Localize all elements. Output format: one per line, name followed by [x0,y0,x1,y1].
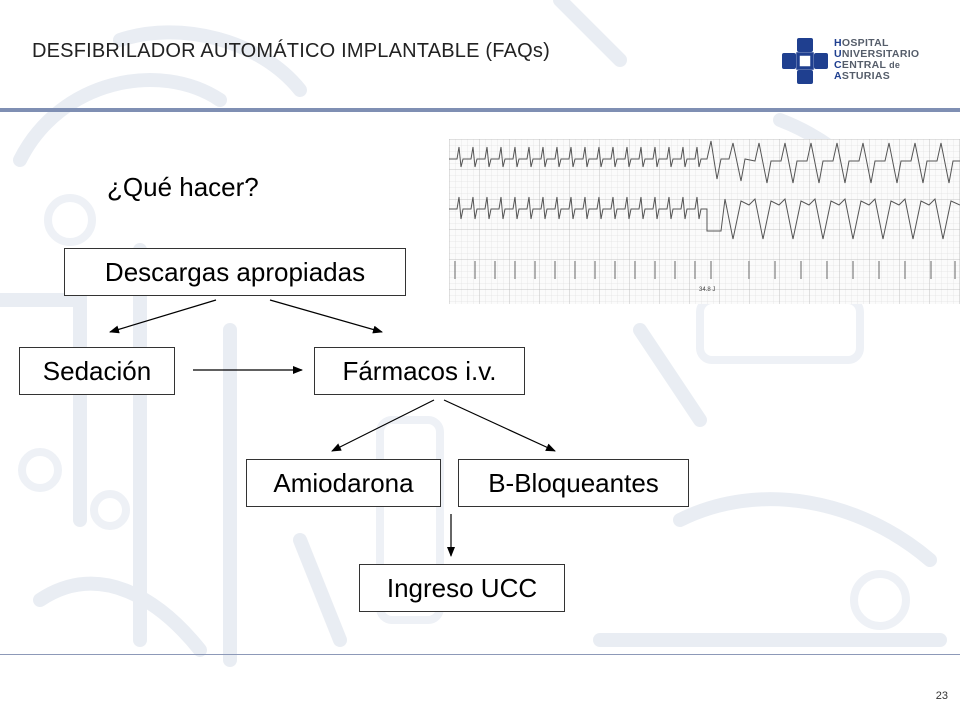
footer-divider [0,654,960,655]
cross-logo-icon [782,38,828,84]
node-ingreso-ucc: Ingreso UCC [359,564,565,612]
node-descargas-apropiadas: Descargas apropiadas [64,248,406,296]
hospital-logo: HOSPITAL UNIVERSITARIO CENTRAL de ASTURI… [782,38,932,96]
header-divider-bar [0,108,960,112]
logo-text: HOSPITAL UNIVERSITARIO CENTRAL de ASTURI… [834,38,919,82]
node-b-bloqueantes: B-Bloqueantes [458,459,689,507]
logo-line-4: ASTURIAS [834,70,891,82]
node-sedacion: Sedación [19,347,175,395]
ecg-strip-image: 34.8 J [449,139,960,304]
logo-line-3: CENTRAL de [834,59,901,71]
slide-title: DESFIBRILADOR AUTOMÁTICO IMPLANTABLE (FA… [32,40,550,62]
logo-line-2: UNIVERSITARIO [834,48,920,60]
page-number: 23 [935,690,948,702]
ecg-shock-annotation: 34.8 J [699,287,715,293]
node-amiodarona: Amiodarona [246,459,441,507]
question-heading: ¿Qué hacer? [107,172,259,202]
node-farmacos-iv: Fármacos i.v. [314,347,525,395]
logo-line-1: HOSPITAL [834,37,889,49]
